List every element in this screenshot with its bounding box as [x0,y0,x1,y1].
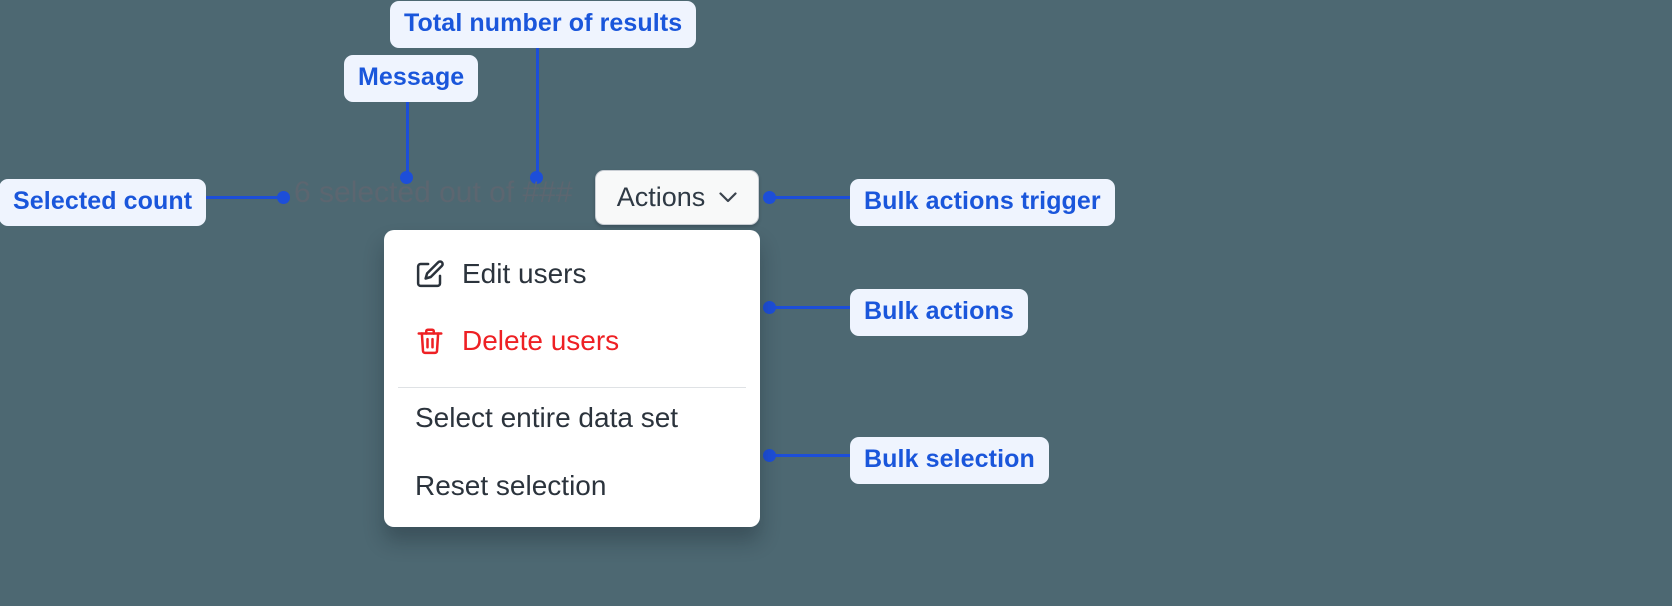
bulk-actions-trigger-button[interactable]: Actions [595,170,759,225]
edit-pencil-icon [415,259,445,289]
connector-dot-message [400,171,413,184]
connector-bulk-selection [768,454,854,457]
annotation-total-number-of-results: Total number of results [390,1,697,48]
menu-item-select-entire-data-set[interactable]: Select entire data set [384,390,760,446]
annotation-bulk-actions: Bulk actions [850,289,1028,336]
menu-item-edit-users[interactable]: Edit users [384,246,760,302]
chevron-down-icon [719,192,737,203]
selected-count-text: 6 selected out of ### [294,176,573,209]
menu-item-label: Reset selection [415,470,607,501]
annotation-bulk-selection: Bulk selection [850,437,1049,484]
actions-button-label: Actions [616,182,706,212]
connector-bulk-actions [768,306,854,309]
connector-bulk-actions-trigger [768,196,854,199]
annotation-selected-count: Selected count [0,179,207,226]
connector-dot-bulk-actions-trigger [763,191,776,204]
trash-icon [415,326,445,356]
connector-dot-bulk-actions [763,301,776,314]
menu-item-reset-selection[interactable]: Reset selection [384,458,760,514]
connector-selected-count [200,196,286,199]
connector-dot-selected-count [277,191,290,204]
menu-item-delete-users[interactable]: Delete users [384,313,760,369]
connector-total-results [536,40,539,177]
connector-dot-bulk-selection [763,449,776,462]
menu-item-label: Select entire data set [415,402,679,433]
menu-item-label: Edit users [462,258,587,289]
connector-message [406,92,409,177]
selected-count-message: 6 selected out of ### [294,178,573,208]
menu-item-label: Delete users [462,325,620,356]
connector-dot-total-results [530,171,543,184]
menu-divider [398,387,746,388]
annotation-bulk-actions-trigger: Bulk actions trigger [850,179,1115,226]
bulk-actions-menu: Edit users Delete users Select entire da… [384,230,760,527]
annotation-message: Message [344,55,479,102]
